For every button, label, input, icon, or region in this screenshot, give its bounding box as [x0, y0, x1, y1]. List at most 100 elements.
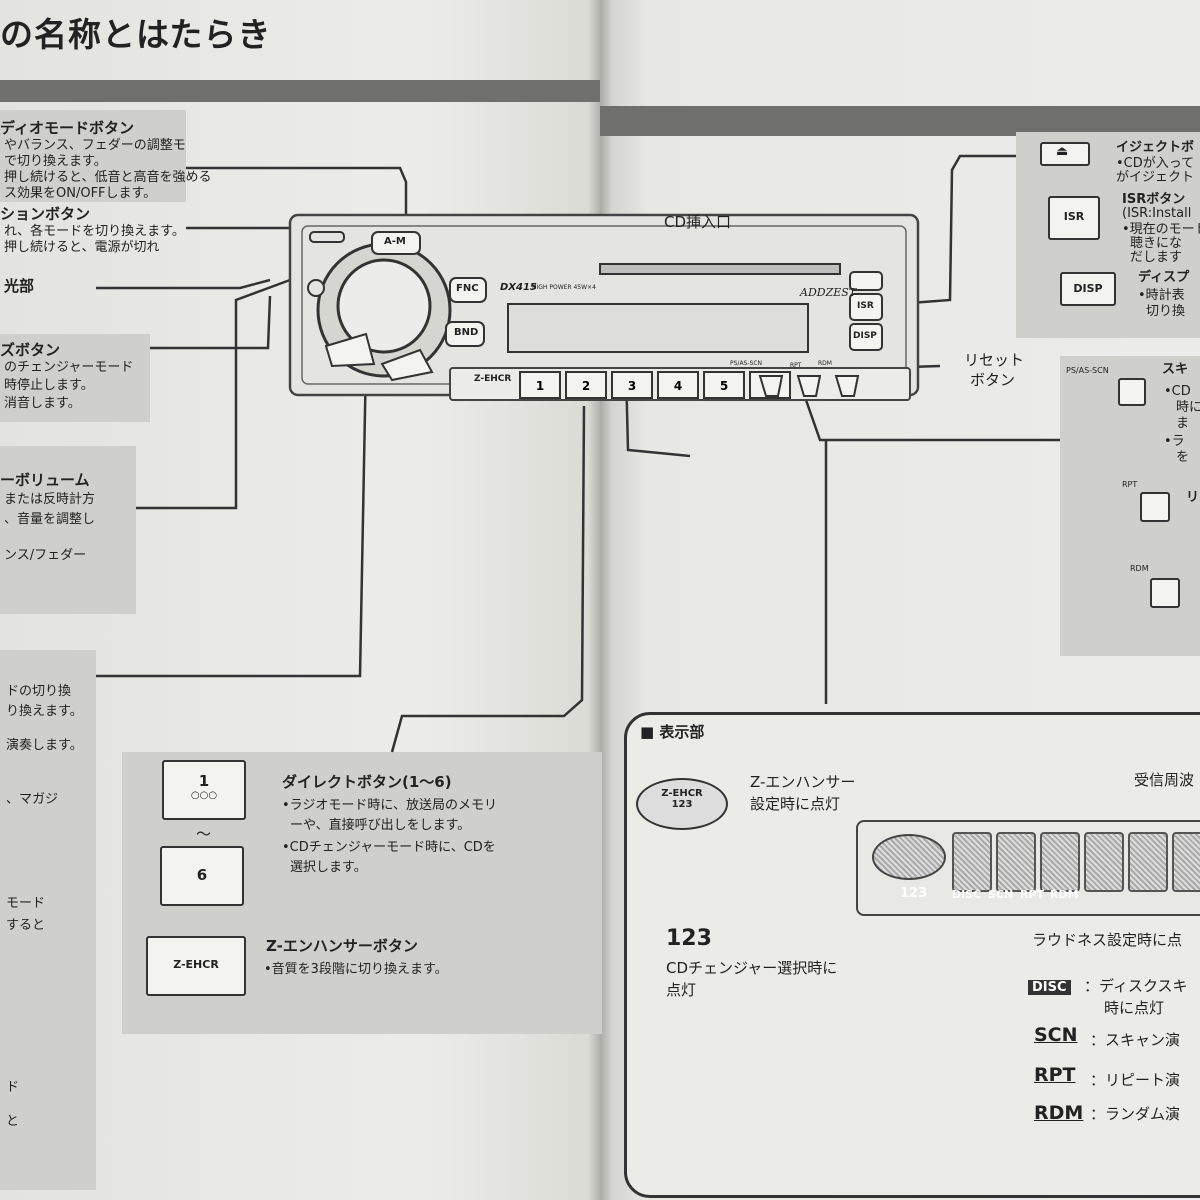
z-enhancer-bullet: •音質を3段階に切り換えます。 — [264, 962, 448, 977]
rdm-device-label: RDM — [818, 360, 832, 367]
indicator-disc: DISC — [952, 888, 982, 901]
changer-label: 点灯 — [666, 981, 697, 999]
isr-line: (ISR:Install — [1122, 206, 1192, 221]
preset-button-1 — [519, 371, 561, 399]
indicator-changer: 123 — [900, 886, 928, 901]
scan-line: を — [1176, 450, 1190, 465]
z-enhancer-lcd-icon — [872, 834, 946, 880]
audio-mode-line: 押し続けると、低音と高音を強める — [4, 170, 212, 185]
direct-button-6-icon: 6 — [160, 846, 244, 906]
rpt-small-label: RPT — [1122, 480, 1138, 489]
scan-heading: スキ — [1162, 362, 1189, 377]
isr-heading: ISRボタン — [1122, 192, 1186, 207]
bottom-char: ド — [6, 1080, 20, 1095]
preset-label-1: 1 — [536, 379, 544, 393]
lower-line: すると — [6, 918, 46, 933]
header-band-right — [600, 106, 1200, 136]
eject-symbol: ⏏ — [1056, 144, 1069, 159]
bnd-button-label: BND — [454, 327, 479, 338]
rpt-heading: リ — [1186, 490, 1200, 505]
rpt-device-label: RPT — [790, 362, 802, 369]
z-enhancer-heading: Z-エンハンサーボタン — [266, 937, 418, 955]
freq-label: 受信周波 — [1134, 771, 1195, 789]
scan-line: •CD — [1164, 384, 1191, 399]
isr-line: 聴きにな — [1130, 236, 1183, 251]
volume-line: 、音量を調整し — [4, 512, 96, 527]
callout-mode — [0, 650, 96, 1190]
z-enhancer-display-label: Z-エンハンサー — [750, 773, 856, 791]
pause-line: のチェンジャーモード — [4, 360, 134, 375]
disp-button-icon: DISP — [1060, 272, 1116, 306]
fnc-button-label: FNC — [456, 283, 479, 294]
lcd-digit — [1128, 832, 1168, 892]
changer-label: CDチェンジャー選択時に — [666, 959, 838, 977]
pause-line: 時停止します。 — [4, 378, 94, 393]
preset-button-3 — [611, 371, 653, 399]
legend-rdm-text: ：ランダム演 — [1090, 1105, 1181, 1123]
scan-small-label: PS/AS-SCN — [1066, 366, 1109, 375]
lower-line: モード — [6, 896, 46, 911]
reset-label: リセット — [964, 351, 1025, 369]
z-enhancer-button-icon: Z-EHCR — [146, 936, 246, 996]
zehcr-device-label: Z-EHCR — [474, 374, 512, 384]
eject-heading: イジェクトボ — [1116, 140, 1195, 155]
preset-label-5: 5 — [720, 379, 728, 393]
bottom-char: と — [6, 1114, 20, 1129]
legend-scn-key: SCN — [1034, 1024, 1078, 1046]
reset-label: ボタン — [970, 371, 1016, 389]
scan-line: 時に — [1176, 400, 1200, 415]
legend-rpt-key: RPT — [1034, 1064, 1076, 1086]
preset-button-4 — [657, 371, 699, 399]
disp-line: •時計表 — [1138, 288, 1185, 303]
eject-button-icon — [1040, 142, 1090, 166]
volume-line: ンス/フェダー — [4, 548, 87, 563]
isr-line: だします — [1130, 250, 1183, 265]
legend-disc-key: DISC — [1028, 980, 1071, 995]
display-section-title: ■ 表示部 — [640, 723, 705, 741]
z-enhancer-display-icon: Z-EHCR 123 — [636, 778, 728, 830]
disp-device-label: DISP — [853, 331, 877, 341]
mode-line: ドの切り換 — [6, 684, 72, 699]
legend-scn-text: ：スキャン演 — [1090, 1031, 1181, 1049]
direct-bullet: •CDチェンジャーモード時に、CDを — [282, 840, 496, 855]
direct-bullet: •ラジオモード時に、放送局のメモリ — [282, 798, 498, 813]
scan-line: •ラ — [1164, 434, 1185, 449]
callout-volume — [0, 446, 136, 614]
direct-bullet: ーや、直接呼び出しをします。 — [290, 818, 471, 833]
preset-button-2 — [565, 371, 607, 399]
rdm-button-icon — [1150, 578, 1180, 608]
preset-label-2: 2 — [582, 379, 590, 393]
scan-line: ま — [1176, 416, 1190, 431]
isr-device-label: ISR — [857, 301, 874, 311]
legend-rdm-key: RDM — [1034, 1102, 1084, 1124]
header-band-left — [0, 80, 600, 102]
eject-line: がイジェクト — [1116, 170, 1195, 185]
pause-heading: ズボタン — [0, 341, 61, 359]
mode-line: 、マガジ — [6, 792, 59, 807]
audio-mode-heading: ディオモードボタン — [0, 119, 134, 137]
isr-line: •現在のモード — [1122, 222, 1200, 237]
volume-line: または反時計方 — [4, 492, 96, 507]
disp-heading: ディスプ — [1138, 270, 1190, 285]
legend-disc-text: 時に点灯 — [1104, 999, 1165, 1017]
page-title: の名称とはたらき — [0, 15, 272, 54]
volume-heading: ーボリューム — [0, 471, 90, 489]
callout-audio-mode — [0, 110, 186, 202]
preset-label-3: 3 — [628, 379, 636, 393]
preset-label-4: 4 — [674, 379, 682, 393]
lcd-digit — [1040, 832, 1080, 892]
audio-mode-line: ス効果をON/OFFします。 — [4, 186, 157, 201]
am-button-label: A-M — [384, 236, 406, 247]
eject-line: •CDが入って — [1116, 156, 1195, 171]
indicator-scn: SCN — [988, 888, 1014, 901]
scn-device-label: PS/AS-SCN — [730, 360, 763, 367]
lcd-digit — [996, 832, 1036, 892]
brand-logo: ADDZEST — [800, 286, 857, 299]
disp-line: 切り換 — [1146, 304, 1186, 319]
function-line: れ、各モードを切り換えます。 — [4, 224, 185, 239]
audio-mode-line: で切り換えます。 — [4, 154, 107, 169]
callout-pause — [0, 334, 150, 422]
legend-rpt-text: ：リピート演 — [1090, 1071, 1181, 1089]
function-heading: ションボタン — [0, 205, 91, 223]
